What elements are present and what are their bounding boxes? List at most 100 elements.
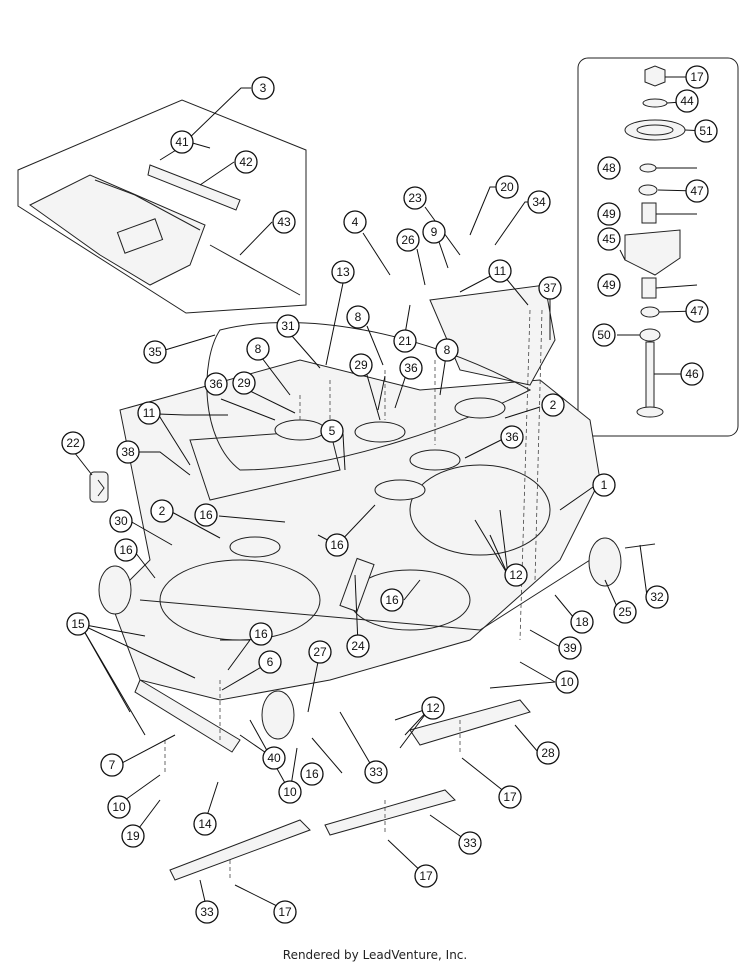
callout-number: 28 [541,746,555,760]
callout-circle [597,273,621,297]
callout-circle [555,670,579,694]
part-callout-16: 16 [249,622,273,646]
callout-number: 39 [563,641,577,655]
callout-number: 30 [114,514,128,528]
callout-circle [276,314,300,338]
callout-circle [421,696,445,720]
callout-circle [435,338,459,362]
callout-circle [107,795,131,819]
callout-number: 17 [503,790,517,804]
callout-number: 34 [532,195,546,209]
callout-number: 22 [66,436,80,450]
callout-number: 4 [352,215,359,229]
callout-circle [273,900,297,924]
callout-circle [343,210,367,234]
callout-number: 16 [254,627,268,641]
part-callout-17: 17 [685,65,709,89]
part-callout-18: 18 [570,610,594,634]
callout-number: 10 [283,785,297,799]
part-callout-35: 35 [143,340,167,364]
callout-circle [170,130,194,154]
callout-circle [414,864,438,888]
part-callout-17: 17 [273,900,297,924]
part-callout-5: 5 [320,419,344,443]
callout-circle [143,340,167,364]
part-callout-44: 44 [675,89,699,113]
callout-circle [500,425,524,449]
part-callout-15: 15 [66,612,90,636]
callout-number: 50 [597,328,611,342]
part-callout-32: 32 [645,585,669,609]
callout-circle [498,785,522,809]
callout-circle [541,393,565,417]
mower-deck [89,284,656,881]
part-callout-2: 2 [541,393,565,417]
callout-number: 3 [260,81,267,95]
part-callout-12: 12 [421,696,445,720]
callout-circle [645,585,669,609]
callout-number: 49 [602,278,616,292]
callout-number: 12 [426,701,440,715]
part-callout-33: 33 [364,760,388,784]
callout-number: 24 [351,639,365,653]
part-callout-46: 46 [680,362,704,386]
part-callout-14: 14 [193,812,217,836]
part-callout-22: 22 [61,431,85,455]
callout-circle [272,210,296,234]
part-callout-1: 1 [592,473,616,497]
callout-number: 31 [281,319,295,333]
callout-number: 16 [199,508,213,522]
part-callout-8: 8 [246,337,270,361]
callout-number: 36 [209,377,223,391]
callout-number: 47 [690,184,704,198]
callout-circle [246,337,270,361]
callout-number: 14 [198,817,212,831]
part-callout-31: 31 [276,314,300,338]
part-callout-45: 45 [597,227,621,251]
part-callout-4: 4 [343,210,367,234]
part-callout-3: 3 [251,76,275,100]
part-callout-21: 21 [393,329,417,353]
callout-number: 43 [277,215,291,229]
part-callout-40: 40 [262,746,286,770]
callout-number: 37 [543,281,557,295]
callout-number: 2 [159,504,166,518]
callout-number: 8 [444,343,451,357]
callout-circle [495,175,519,199]
part-callout-36: 36 [204,372,228,396]
part-callout-8: 8 [435,338,459,362]
callout-number: 25 [618,605,632,619]
part-callout-12: 12 [504,563,528,587]
callout-circle [399,356,423,380]
callout-number: 16 [119,543,133,557]
footer-credit: Rendered by LeadVenture, Inc. [282,948,468,962]
callout-circle [570,610,594,634]
part-callout-16: 16 [380,588,404,612]
callout-circle [137,401,161,425]
callout-number: 12 [509,568,523,582]
callout-number: 11 [143,406,156,420]
callout-circle [538,276,562,300]
part-callout-43: 43 [272,210,296,234]
callout-circle [262,746,286,770]
callout-number: 32 [650,590,664,604]
callout-bubbles: 3414243174451484749454947504623203442691… [61,65,718,924]
callout-number: 1 [601,478,608,492]
callout-circle [251,76,275,100]
part-callout-51: 51 [694,119,718,143]
callout-number: 45 [602,232,616,246]
part-callout-38: 38 [116,440,140,464]
callout-number: 10 [112,800,126,814]
callout-circle [458,831,482,855]
part-callout-26: 26 [396,228,420,252]
part-callout-47: 47 [685,179,709,203]
part-callout-49: 49 [597,273,621,297]
callout-circle [680,362,704,386]
callout-number: 6 [267,655,274,669]
callout-circle [320,419,344,443]
callout-circle [346,634,370,658]
part-callout-16: 16 [114,538,138,562]
part-callout-42: 42 [234,150,258,174]
callout-circle [325,533,349,557]
part-callout-29: 29 [349,353,373,377]
